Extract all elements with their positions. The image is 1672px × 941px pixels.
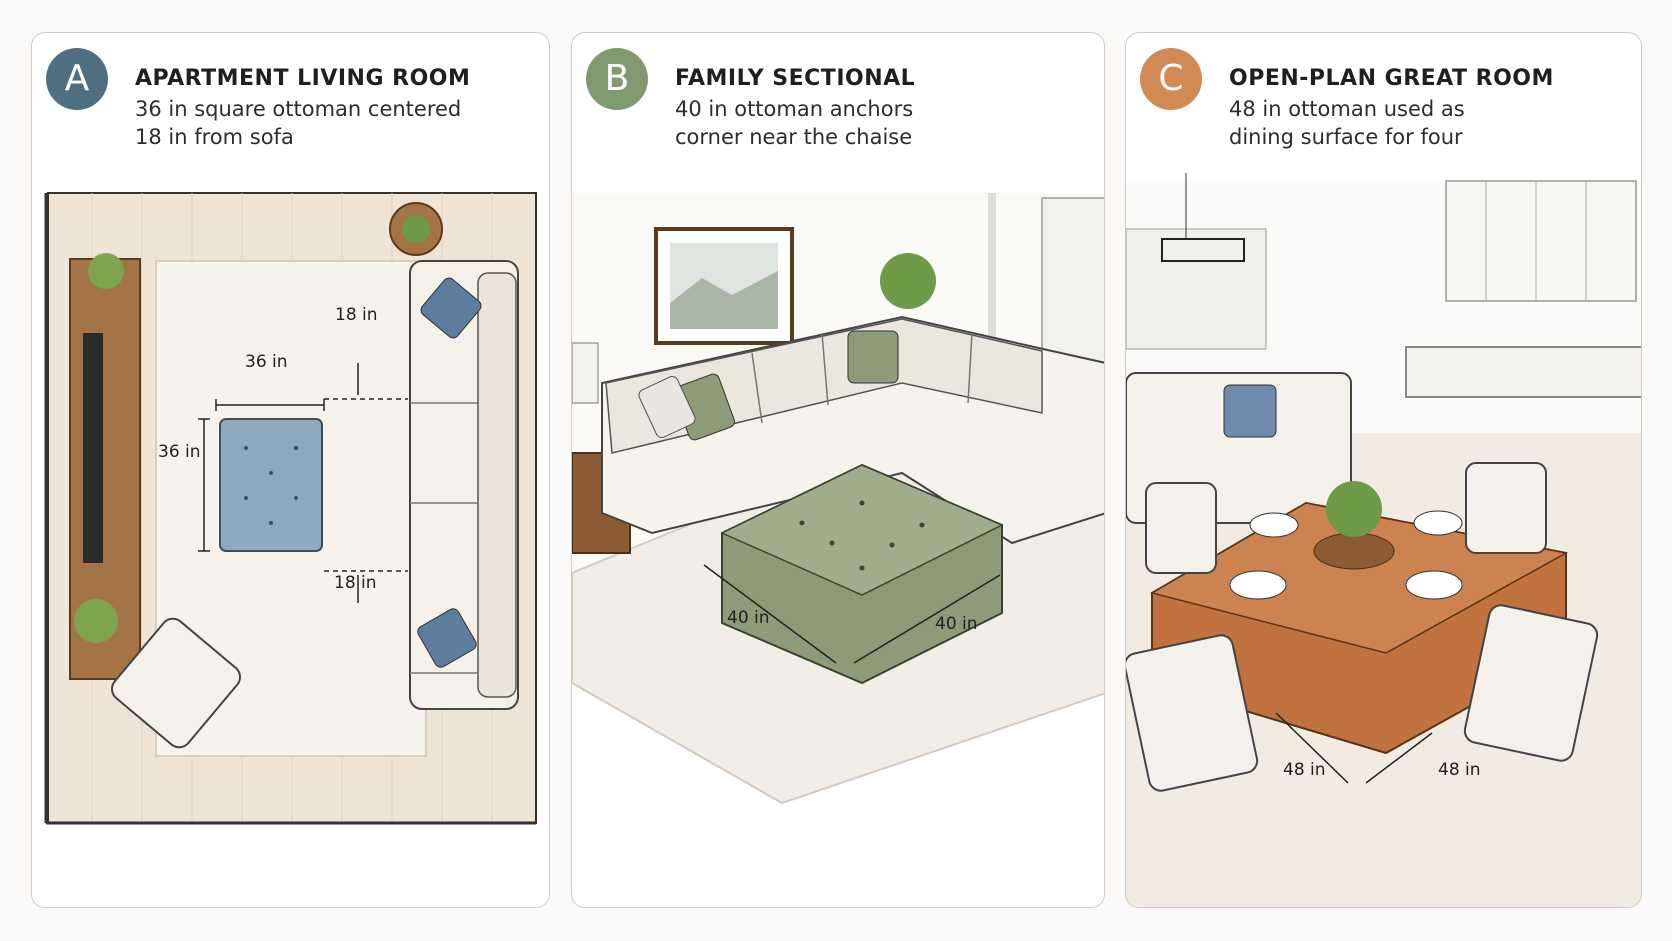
dimension-label-right: 40 in: [935, 614, 978, 634]
description-line: 48 in ottoman used as: [1229, 97, 1465, 121]
panel-description: 36 in square ottoman centered 18 in from…: [135, 95, 461, 151]
description-line: corner near the chaise: [675, 125, 913, 149]
floor-plan-illustration: [44, 192, 537, 825]
panel-title: FAMILY SECTIONAL: [675, 66, 916, 91]
panel-description: 40 in ottoman anchors corner near the ch…: [675, 95, 913, 151]
panel-badge-a: A: [46, 48, 108, 110]
dimension-label-gap-top: 18 in: [335, 305, 378, 325]
description-line: 40 in ottoman anchors: [675, 97, 914, 121]
description-line: dining surface for four: [1229, 125, 1463, 149]
dimension-label-right: 48 in: [1438, 760, 1481, 780]
panel-open-plan-great-room: C OPEN-PLAN GREAT ROOM 48 in ottoman use…: [1125, 32, 1642, 908]
sectional-room-illustration: [572, 193, 1104, 805]
panel-title: APARTMENT LIVING ROOM: [135, 66, 471, 91]
panel-description: 48 in ottoman used as dining surface for…: [1229, 95, 1465, 151]
dimension-label-depth: 36 in: [158, 442, 201, 462]
panel-family-sectional: B FAMILY SECTIONAL 40 in ottoman anchors…: [571, 32, 1105, 908]
panel-badge-c: C: [1140, 48, 1202, 110]
dimension-label-left: 40 in: [727, 608, 770, 628]
great-room-illustration: [1126, 173, 1641, 907]
panel-badge-b: B: [586, 48, 648, 110]
panel-title: OPEN-PLAN GREAT ROOM: [1229, 66, 1554, 91]
description-line: 36 in square ottoman centered: [135, 97, 462, 121]
panel-apartment-living-room: A APARTMENT LIVING ROOM 36 in square ott…: [31, 32, 550, 908]
dimension-label-left: 48 in: [1283, 760, 1326, 780]
dimension-label-gap-bottom: 18 in: [334, 573, 377, 593]
dimension-label-width: 36 in: [245, 352, 288, 372]
description-line: 18 in from sofa: [135, 125, 294, 149]
